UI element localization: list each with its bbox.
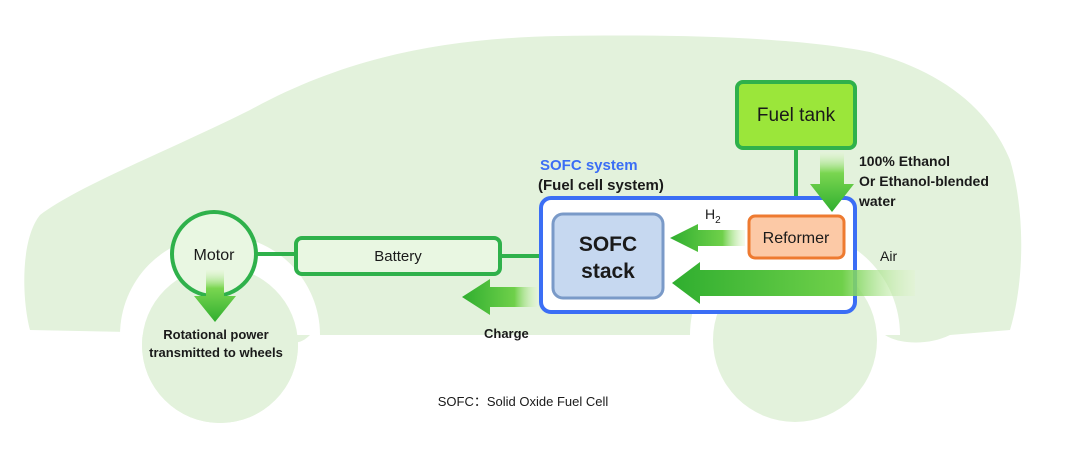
battery-label: Battery xyxy=(374,248,422,265)
sofc-system-title: SOFC system xyxy=(540,157,638,174)
wheels-label-2: transmitted to wheels xyxy=(149,345,283,360)
air-label: Air xyxy=(880,248,897,264)
hydrogen-label-base: H xyxy=(705,206,715,222)
fuel-tank-label: Fuel tank xyxy=(757,105,836,126)
sofc-system-subtitle: (Fuel cell system) xyxy=(538,177,664,194)
fuel-arrow xyxy=(810,152,854,212)
wheels-arrow xyxy=(194,270,236,322)
motor-label: Motor xyxy=(194,247,236,264)
charge-label: Charge xyxy=(484,326,529,341)
rear-wheel-tire xyxy=(142,267,298,423)
footnote: SOFC：Solid Oxide Fuel Cell xyxy=(438,394,609,409)
sofc-stack-box xyxy=(551,212,665,300)
fuel-description-2: Or Ethanol-blended xyxy=(859,173,989,189)
sofc-stack-label-1: SOFC xyxy=(579,233,637,256)
hydrogen-arrow xyxy=(670,224,745,252)
air-arrow xyxy=(672,262,915,304)
fuel-description-3: water xyxy=(858,193,896,209)
reformer-label: Reformer xyxy=(763,230,830,247)
hydrogen-label: H2 xyxy=(705,206,721,226)
sofc-stack-label-2: stack xyxy=(581,260,635,283)
battery-box xyxy=(294,236,502,276)
fuel-tank-box xyxy=(735,80,857,150)
wheels-label-1: Rotational power xyxy=(163,327,268,342)
hydrogen-label-subscript: 2 xyxy=(715,215,721,226)
fuel-description-1: 100% Ethanol xyxy=(859,153,950,169)
charge-arrow xyxy=(462,279,537,315)
reformer-box xyxy=(747,214,846,260)
